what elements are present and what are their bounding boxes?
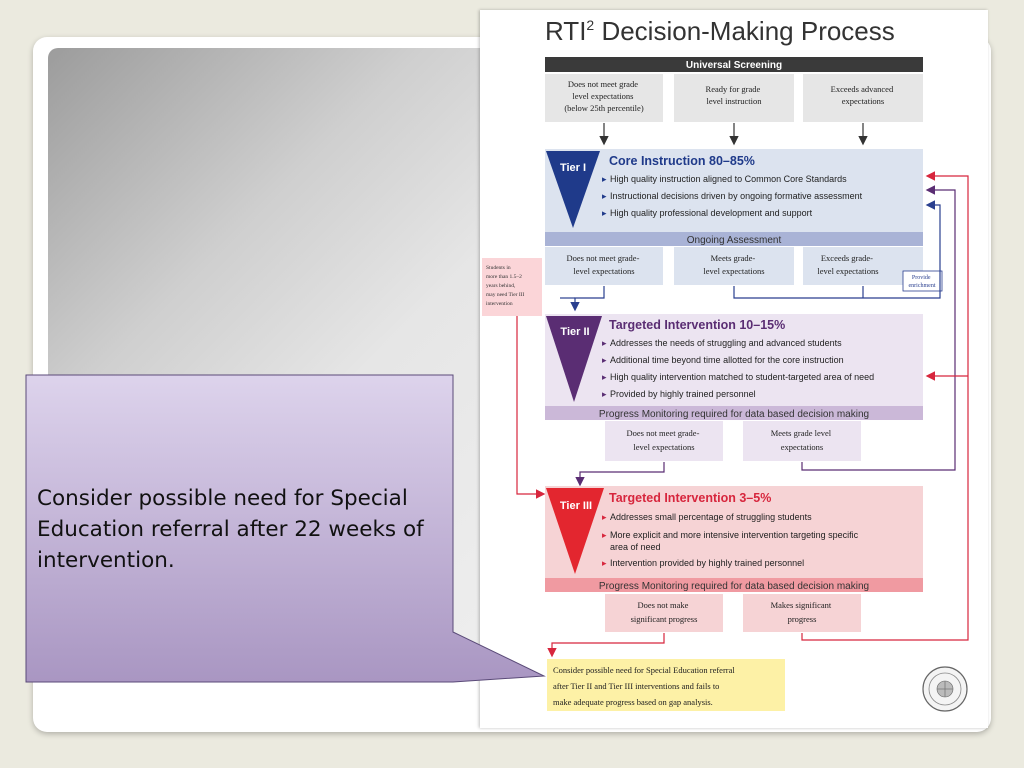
- tier2-bullets: ▸Addresses the needs of struggling and a…: [602, 338, 877, 399]
- tier3-outcome-makes: [743, 594, 861, 632]
- tier2-band-label: Progress Monitoring required for data ba…: [599, 409, 869, 420]
- screen-box-ready-text: Ready for grade level instruction: [706, 84, 763, 106]
- tier1-bullets: ▸High quality instruction aligned to Com…: [602, 174, 865, 218]
- tier2-outcome-meets: [743, 421, 861, 461]
- tier2-band: [545, 406, 923, 420]
- callout-text: Consider possible need for Special Educa…: [37, 486, 424, 573]
- screen-box-below: [545, 74, 663, 122]
- enrichment-text: Provide enrichment: [909, 275, 936, 289]
- tier3-label: Tier III: [560, 500, 592, 512]
- tier3-outcome-makes-text: Makes significant progress: [771, 600, 834, 624]
- final-referral-text: Consider possible need for Special Educa…: [553, 665, 737, 707]
- tier3-outcome-not-make-text: Does not make significant progress: [631, 600, 698, 624]
- tier2-outcome-not-meet-text: Does not meet grade- level expectations: [626, 428, 701, 452]
- tier3-heading: Targeted Intervention 3–5%: [609, 491, 771, 505]
- side-note-text: Students in more than 1.5–2 years behind…: [486, 265, 526, 307]
- tier2-outcome-meets-text: Meets grade level expectations: [771, 428, 834, 452]
- screen-box-exceeds-text: Exceeds advanced expectations: [831, 84, 896, 106]
- enrichment-box: [902, 270, 943, 292]
- tier1-outcome-meets: [674, 247, 794, 285]
- universal-screening-label: Universal Screening: [686, 60, 782, 71]
- tier1-label: Tier I: [560, 162, 586, 174]
- final-referral-box: [547, 659, 785, 711]
- tier2-heading: Targeted Intervention 10–15%: [609, 318, 785, 332]
- poster-title: RTI2 Decision-Making Process: [545, 16, 895, 46]
- screen-box-exceeds: [803, 74, 923, 122]
- tier1-triangle: [546, 151, 600, 228]
- state-seal-icon: [922, 666, 968, 712]
- tier3-outcome-not-make: [605, 594, 723, 632]
- tier1-outcome-meets-text: Meets grade- level expectations: [703, 253, 764, 276]
- tier3-band-label: Progress Monitoring required for data ba…: [599, 581, 869, 592]
- screen-box-ready: [674, 74, 794, 122]
- tier2-outcome-not-meet: [605, 421, 723, 461]
- tier1-box: [545, 149, 923, 232]
- tier1-outcome-exceeds-text: Exceeds grade- level expectations: [817, 253, 878, 276]
- tier3-band: [545, 578, 923, 592]
- screen-box-below-text: Does not meet grade level expectations (…: [564, 79, 643, 113]
- tier2-triangle: [546, 316, 602, 402]
- tier3-bullets: ▸Addresses small percentage of strugglin…: [602, 512, 861, 568]
- tier1-heading: Core Instruction 80–85%: [609, 154, 755, 168]
- tier2-label: Tier II: [560, 326, 589, 338]
- tier1-band: [545, 232, 923, 246]
- tier2-box: [545, 314, 923, 406]
- tier1-band-label: Ongoing Assessment: [687, 235, 782, 246]
- side-note: [482, 258, 542, 316]
- tier1-outcome-not-meet-text: Does not meet grade- level expectations: [566, 253, 641, 276]
- universal-screening-bar: [545, 57, 923, 72]
- tier3-box: [545, 486, 923, 578]
- tier1-outcome-not-meet: [545, 247, 663, 285]
- tier3-triangle: [546, 488, 604, 574]
